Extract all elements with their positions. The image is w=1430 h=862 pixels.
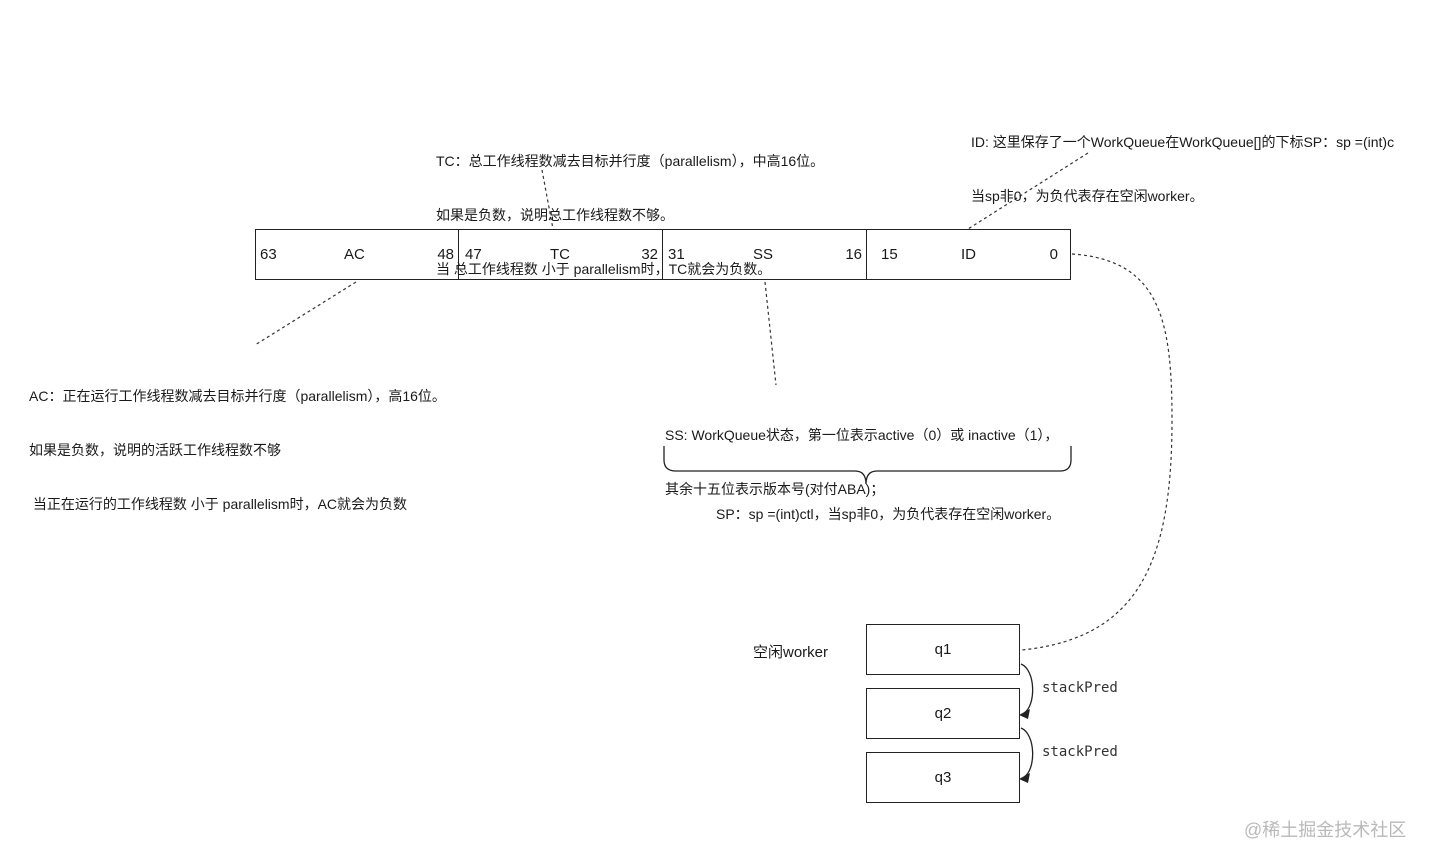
field-tc-high-bit: 47 (465, 246, 482, 263)
tc-leader-line (541, 169, 554, 230)
field-ac-low-bit: 48 (437, 246, 454, 263)
ss-note-line-2: 其余十五位表示版本号(对付ABA)； (665, 481, 885, 497)
queue-q2: q2 (866, 688, 1020, 739)
watermark: @稀土掘金技术社区 (1244, 820, 1407, 840)
queue-q1: q1 (866, 624, 1020, 675)
field-ss-high-bit: 31 (668, 246, 685, 263)
field-tc-name: TC (550, 246, 570, 263)
ac-leader-line (254, 281, 357, 346)
ac-note-line-3: 当正在运行的工作线程数 小于 parallelism时，AC就会为负数 (29, 496, 408, 512)
ss-note: SS: WorkQueue状态，第一位表示active（0）或 inactive… (665, 390, 1058, 516)
stackpred-label-1: stackPred (1042, 680, 1118, 696)
stackpred-label-2: stackPred (1042, 744, 1118, 760)
field-ac-high-bit: 63 (260, 246, 277, 263)
field-tc-low-bit: 32 (641, 246, 658, 263)
sp-to-q1-connector (1021, 253, 1173, 651)
field-ac-name: AC (344, 246, 365, 263)
arrowhead-2 (1019, 773, 1030, 783)
stackpred-arrow-1 (1020, 663, 1034, 714)
id-note: ID: 这里保存了一个WorkQueue在WorkQueue[]的下标SP：sp… (971, 97, 1430, 223)
field-id: 15 ID 0 (867, 229, 1071, 280)
queue-q3: q3 (866, 752, 1020, 803)
field-id-high-bit: 15 (881, 246, 898, 263)
idle-worker-label: 空闲worker (753, 644, 829, 661)
ss-note-line-1: SS: WorkQueue状态，第一位表示active（0）或 inactive… (665, 427, 1059, 443)
field-ss-name: SS (753, 246, 774, 263)
field-id-low-bit: 0 (1049, 246, 1058, 263)
ac-note-line-2: 如果是负数，说明的活跃工作线程数不够 (29, 442, 281, 458)
ac-note: AC：正在运行工作线程数减去目标并行度（parallelism），高16位。 如… (29, 351, 446, 531)
tc-note-line-3: 当 总工作线程数 小于 parallelism时，TC就会为负数。 (436, 261, 772, 277)
ss-leader-line (764, 281, 777, 386)
ac-note-line-1: AC：正在运行工作线程数减去目标并行度（parallelism），高16位。 (29, 388, 446, 404)
arrowhead-1 (1019, 709, 1030, 719)
id-note-line-1: ID: 这里保存了一个WorkQueue在WorkQueue[]的下标SP：sp… (971, 134, 1395, 150)
field-ac: 63 AC 48 (255, 229, 459, 280)
field-ss-low-bit: 16 (845, 246, 862, 263)
tc-note-line-2: 如果是负数，说明总工作线程数不够。 (436, 207, 674, 223)
sp-note: SP：sp =(int)ctl，当sp非0，为负代表存在空闲worker。 (716, 506, 1061, 522)
field-tc: 47 TC 32 (459, 229, 663, 280)
stackpred-arrow-2 (1020, 727, 1034, 778)
tc-note-line-1: TC：总工作线程数减去目标并行度（parallelism），中高16位。 (436, 153, 825, 169)
tc-note: TC：总工作线程数减去目标并行度（parallelism），中高16位。 如果是… (436, 116, 824, 296)
field-id-name: ID (961, 246, 976, 263)
field-ss: 31 SS 16 (663, 229, 867, 280)
ss-id-brace (663, 446, 1072, 485)
id-note-line-2: 当sp非0，为负代表存在空闲worker。 (971, 188, 1204, 204)
